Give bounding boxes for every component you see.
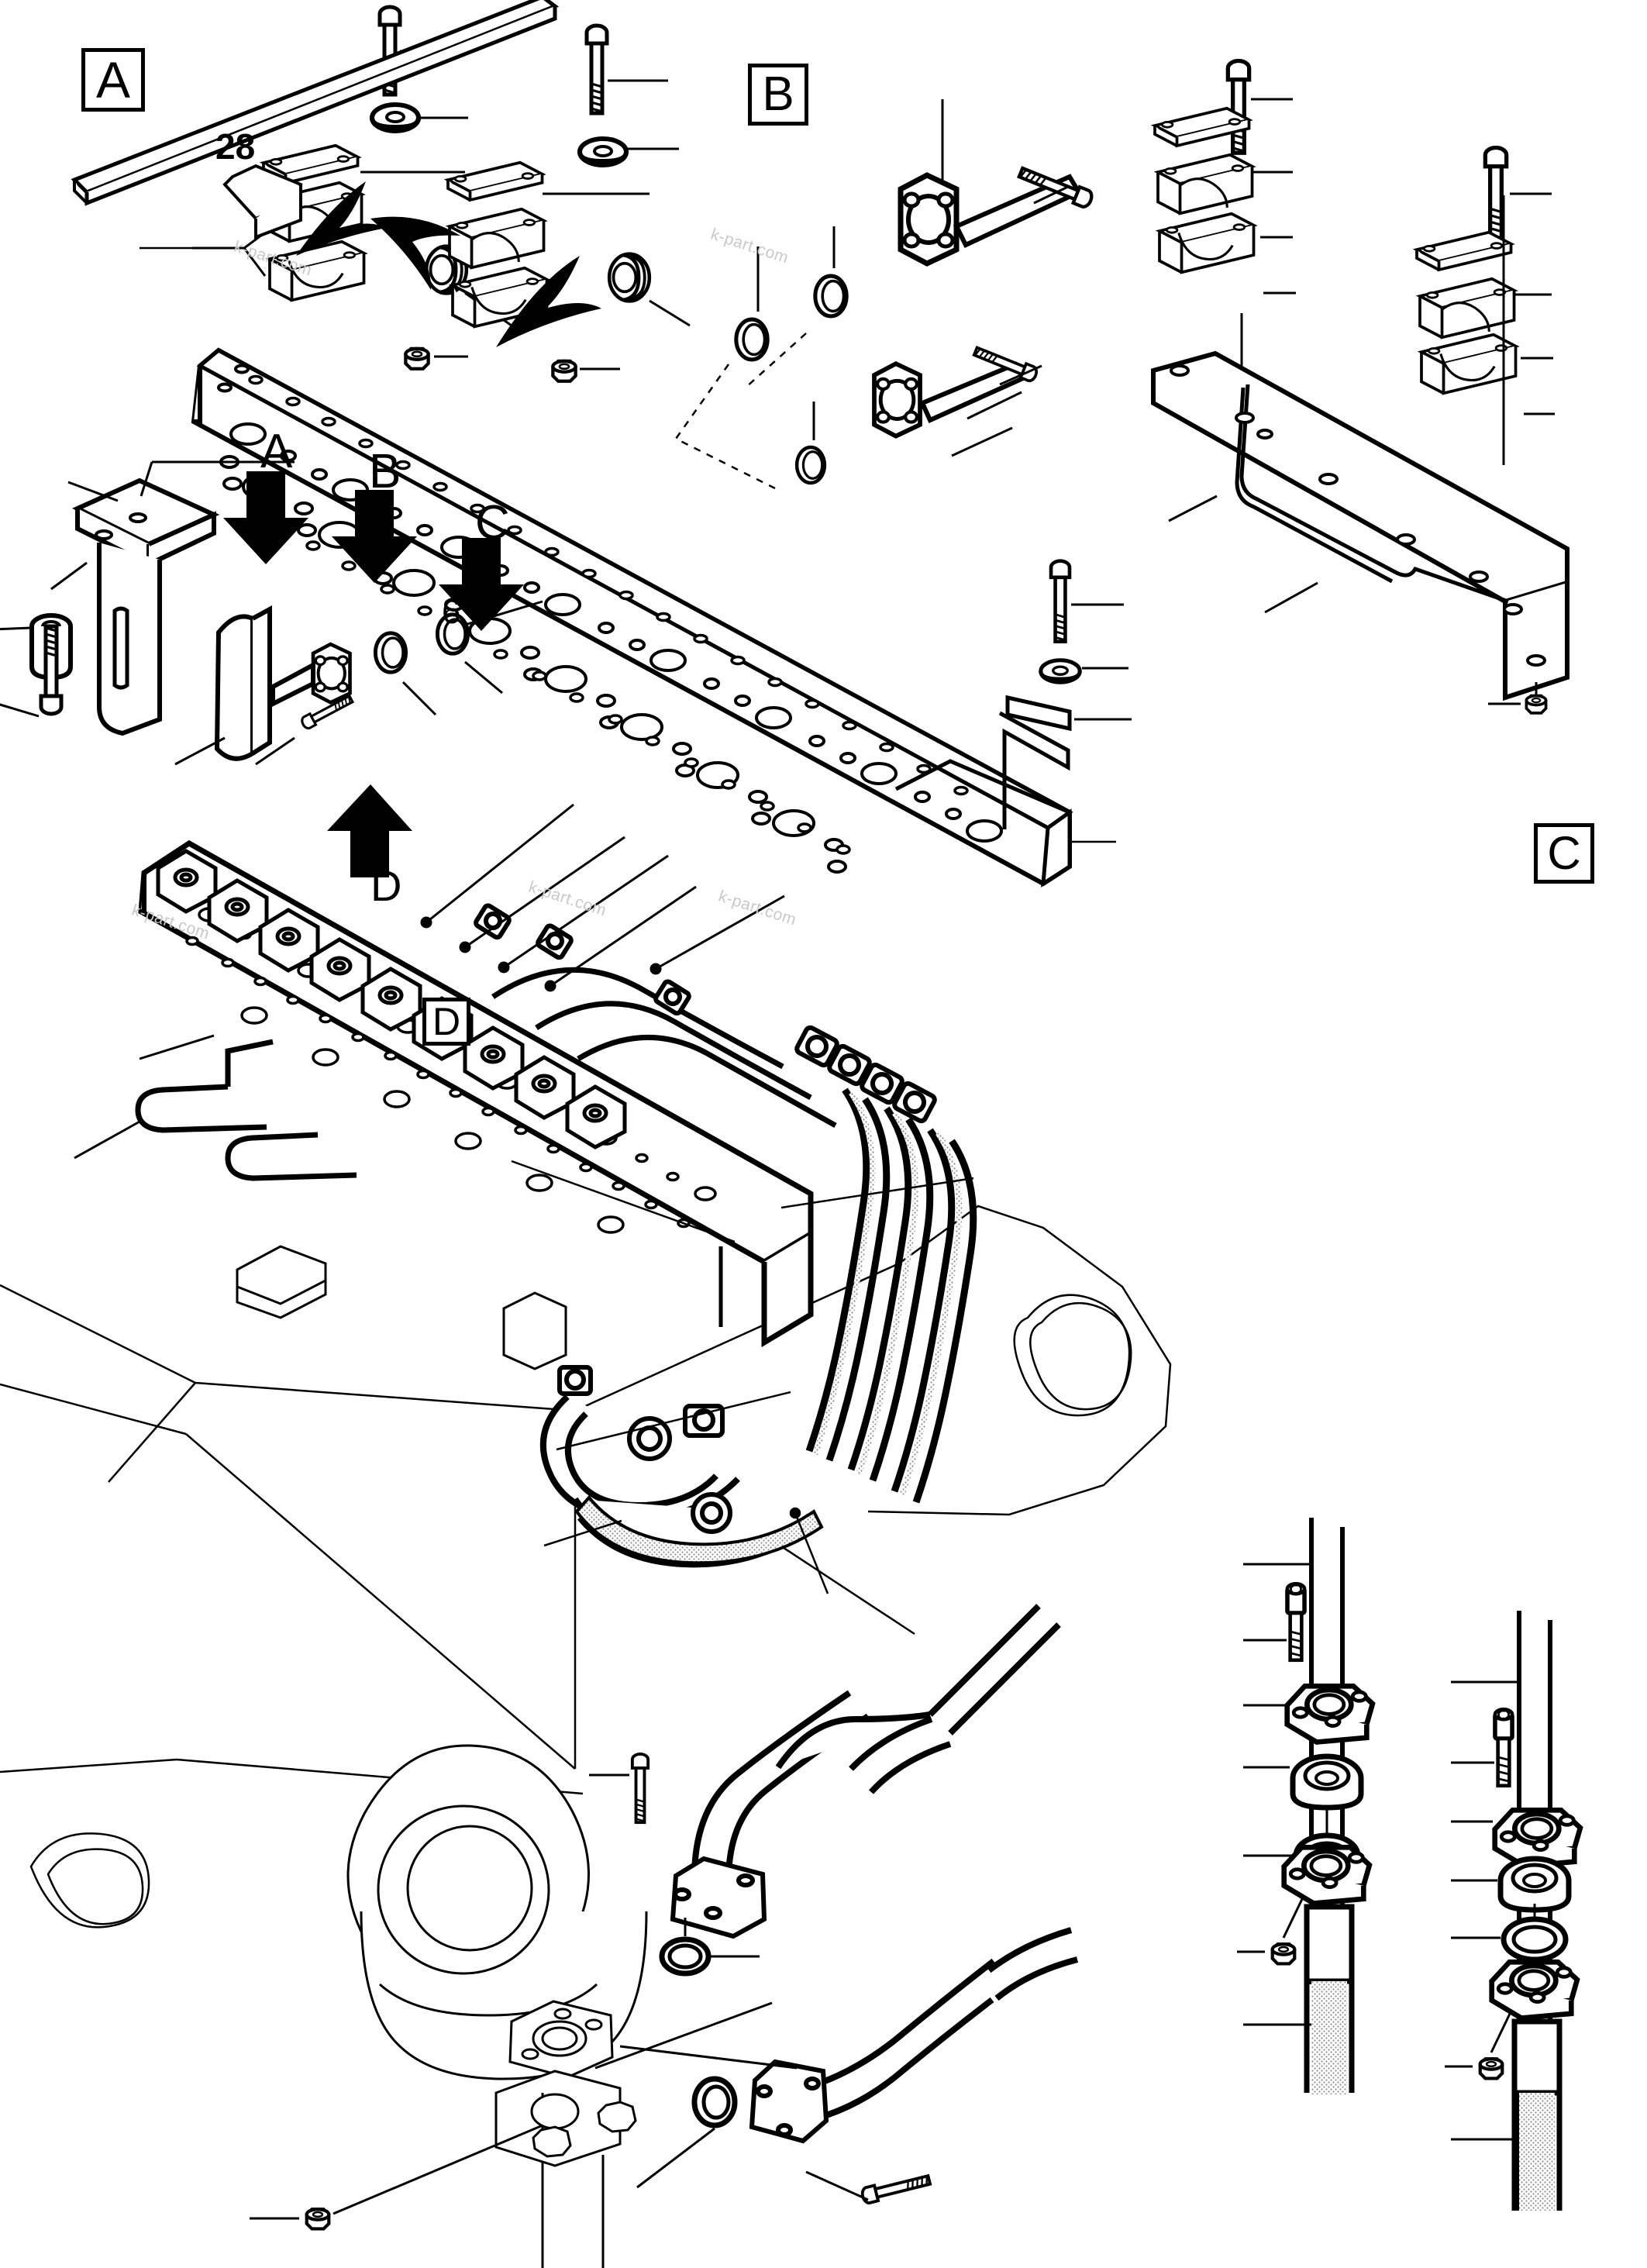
- misc-leader-lines: [140, 246, 1116, 843]
- beam-end-fasteners: [1005, 561, 1132, 732]
- item-number-6: 6: [442, 593, 461, 631]
- detail-d-swivel-joint: [250, 1604, 1079, 2268]
- install-arrow-wedges: [296, 181, 601, 347]
- detail-box-b[interactable]: B: [748, 64, 808, 126]
- detail-box-a-label: A: [95, 51, 131, 109]
- detail-c-hose-stems: [1237, 1518, 1580, 2211]
- assembly-direction-arrows: [223, 471, 524, 877]
- detail-b-components: [1153, 61, 1555, 465]
- boom-clamp-rail: [74, 839, 814, 1348]
- arrow-d-glyph: [327, 784, 412, 877]
- b-base-angle-bar: [1151, 350, 1569, 715]
- hose-swivel-block: [539, 1365, 829, 1594]
- upper-flange-hub-assembly: [674, 99, 1094, 490]
- arrow-callout-label-c: C: [475, 496, 510, 550]
- hydraulic-hose-bundle: [420, 803, 977, 1504]
- arrow-b-glyph: [332, 490, 417, 583]
- detail-box-b-label: B: [762, 67, 794, 121]
- detail-a-components: [192, 7, 691, 381]
- detail-box-c[interactable]: C: [1534, 823, 1594, 884]
- arrow-callout-label-a: A: [260, 425, 293, 478]
- item-number-28: 28: [215, 126, 256, 167]
- detail-box-d[interactable]: D: [422, 998, 470, 1046]
- arrow-callout-label-d: D: [370, 861, 402, 910]
- arrow-a-glyph: [223, 471, 308, 564]
- boom-outline: [0, 1205, 1172, 1928]
- angle-rail-part: [71, 0, 560, 240]
- detail-box-d-label: D: [432, 1000, 461, 1043]
- detail-box-c-label: C: [1547, 827, 1581, 879]
- beam-support-bracket: [0, 460, 295, 766]
- arrow-callout-label-b: B: [369, 445, 401, 498]
- detail-box-a[interactable]: A: [81, 48, 145, 112]
- perforated-beam: [191, 347, 1073, 888]
- lower-left-hub-assembly: [255, 600, 543, 766]
- arrow-c-glyph: [439, 538, 524, 631]
